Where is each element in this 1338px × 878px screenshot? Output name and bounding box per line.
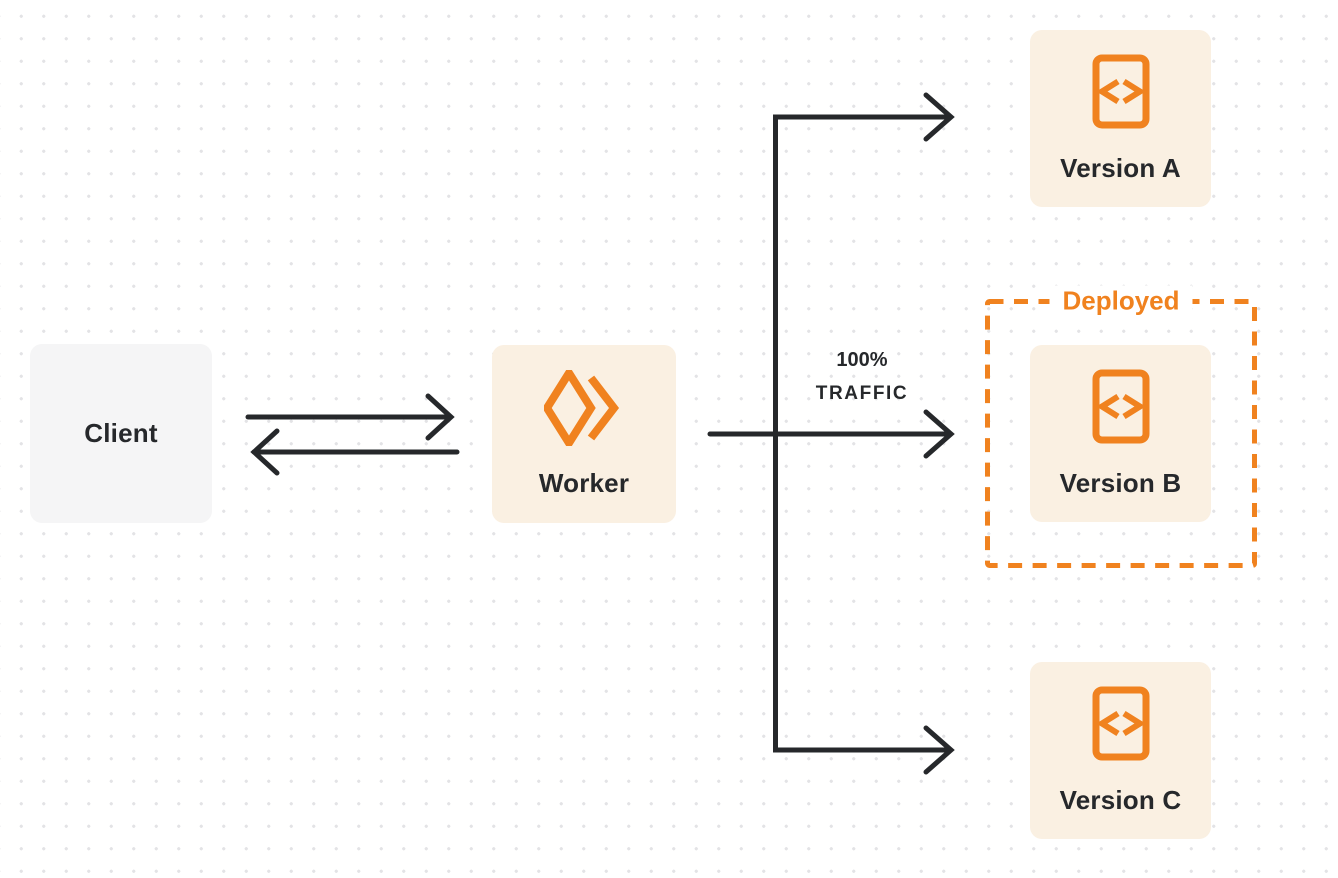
worker-label: Worker	[538, 467, 630, 498]
client-node: Client	[30, 344, 212, 523]
deployed-label: Deployed	[1049, 285, 1193, 317]
traffic-branch-lines	[707, 92, 955, 775]
arrow-head-version-b	[923, 409, 955, 459]
arrow-head-version-a	[923, 92, 955, 142]
branch-trunk	[773, 114, 950, 753]
version-c-node: Version C	[1030, 662, 1211, 839]
code-file-icon	[1092, 686, 1150, 761]
version-b-label: Version B	[1059, 467, 1182, 498]
version-c-label: Version C	[1059, 784, 1182, 815]
code-file-icon	[1092, 369, 1150, 444]
code-file-icon	[1092, 54, 1150, 129]
workers-logo-icon	[542, 364, 624, 451]
traffic-word: TRAFFIC	[815, 383, 909, 404]
client-label: Client	[84, 418, 158, 448]
traffic-label: 100% TRAFFIC	[772, 344, 952, 410]
arrow-client-to-worker-head	[425, 393, 455, 441]
arrow-head-version-c	[923, 725, 955, 775]
version-b-node: Version B	[1030, 345, 1211, 522]
worker-node: Worker	[492, 345, 676, 523]
version-a-node: Version A	[1030, 30, 1211, 207]
client-worker-arrows	[245, 393, 460, 476]
traffic-percent: 100%	[836, 349, 888, 371]
version-a-label: Version A	[1060, 152, 1181, 183]
arrow-worker-to-client-head	[250, 428, 280, 476]
